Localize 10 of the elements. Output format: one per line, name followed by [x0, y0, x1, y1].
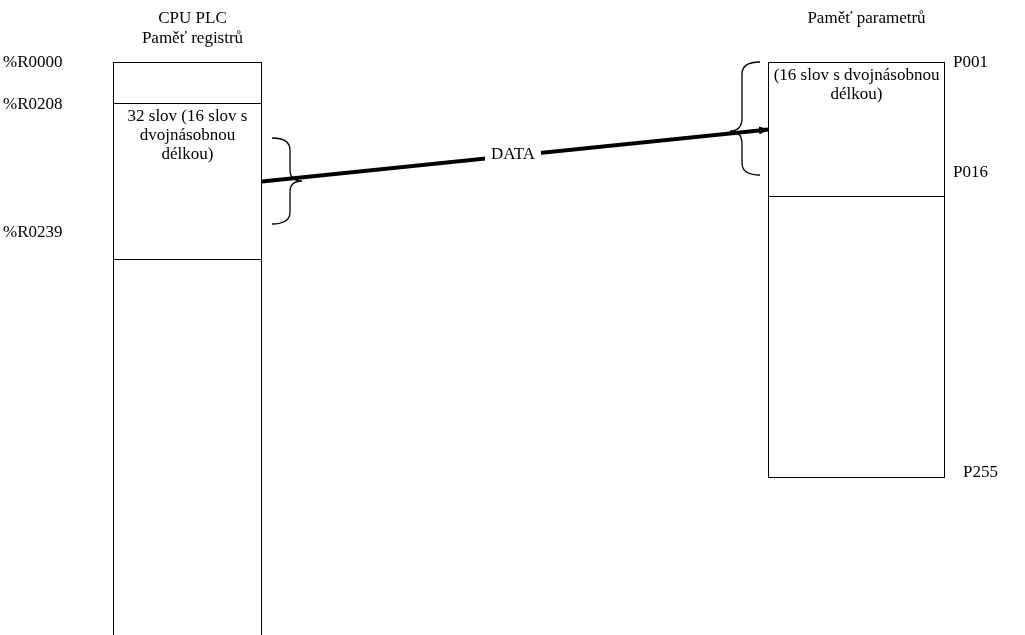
- memory-block: 32 slov (16 slov s dvojnásobnou délkou): [113, 103, 262, 260]
- address-label: P016: [953, 162, 988, 182]
- address-label: %R0239: [3, 222, 63, 242]
- column-heading: Paměť parametrů: [806, 8, 927, 28]
- address-label: %R0000: [3, 52, 63, 72]
- address-label: P001: [953, 52, 988, 72]
- column-heading: CPU PLC Paměť registrů: [140, 8, 245, 48]
- arrow: [261, 126, 769, 184]
- address-label: %R0208: [3, 94, 63, 114]
- address-label: P255: [963, 462, 998, 482]
